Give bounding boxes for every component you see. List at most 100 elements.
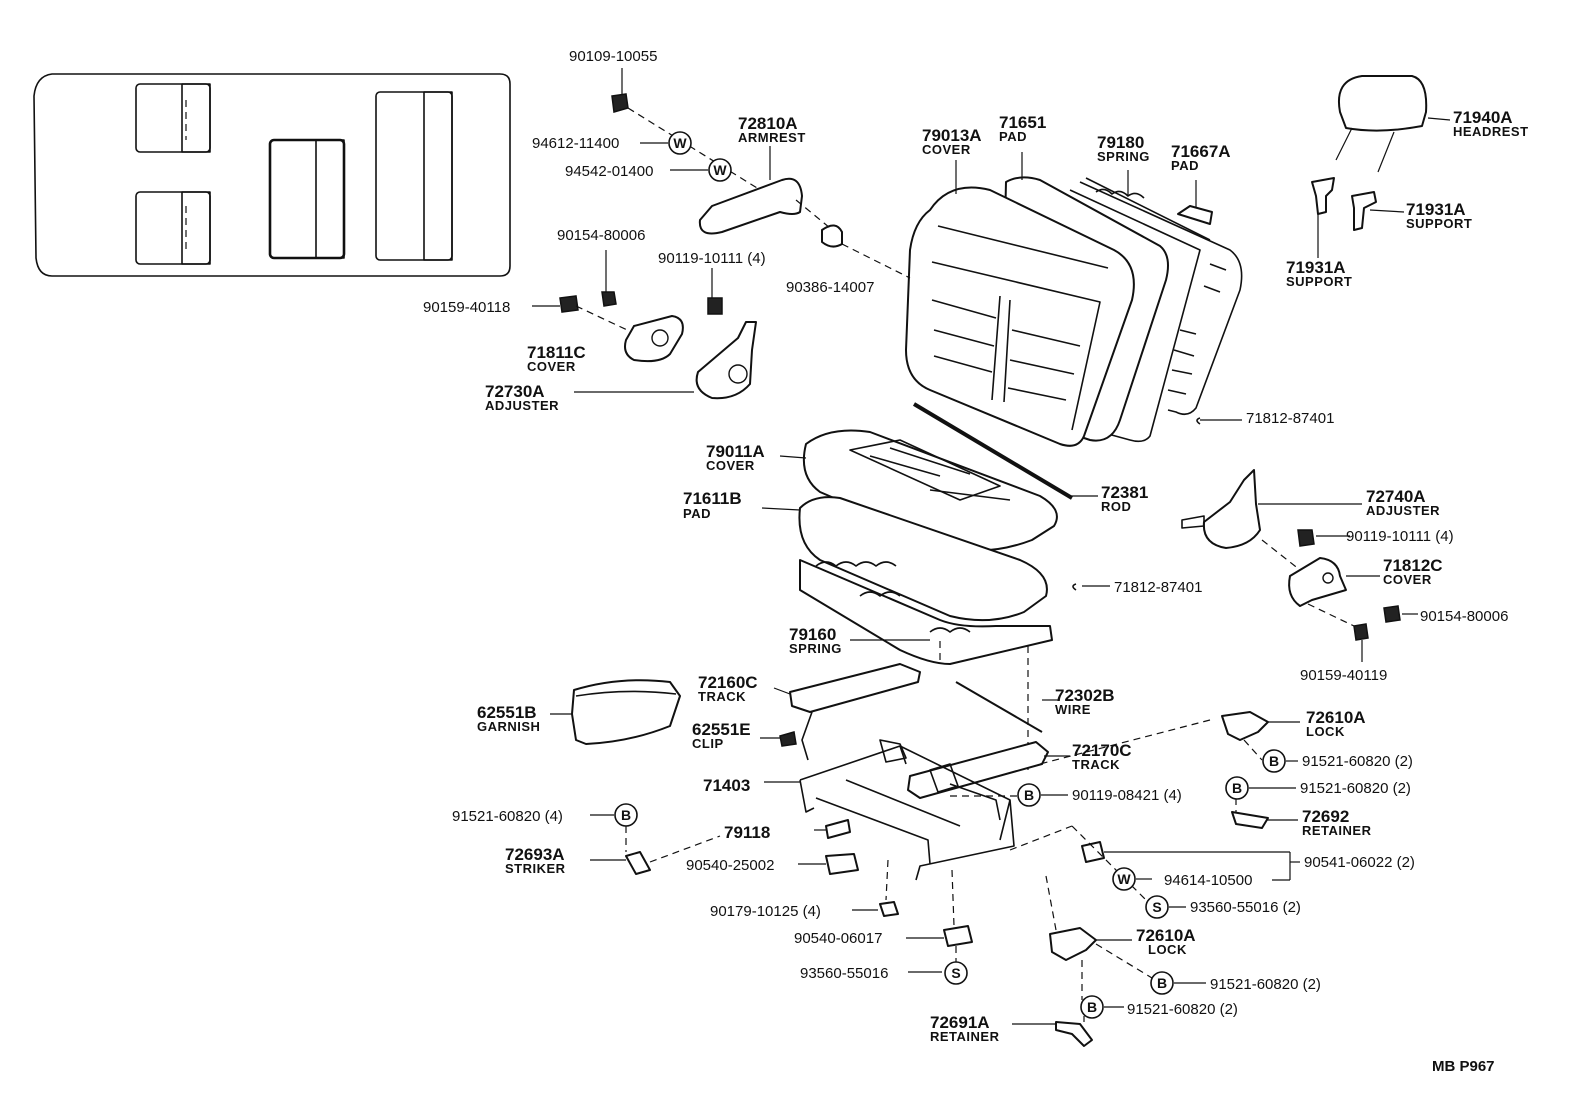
svg-text:B: B [1232,780,1242,796]
armrest-cap [795,199,911,279]
label-72740A-name: ADJUSTER [1366,503,1440,518]
vehicle-seat-layout-inset [33,73,511,277]
label-72610A-upper-name: LOCK [1306,724,1345,739]
label-72170C-name: TRACK [1072,757,1120,772]
label-71812-87401-bottom: 71812-87401 [1114,579,1202,596]
label-72160C-code: 72160C [698,673,758,692]
bolt-symbol-striker: B [590,803,638,827]
armrest-bolt [611,68,771,197]
label-71931A-left-code: 71931A [1286,258,1346,277]
seatback-pad-upper [1177,180,1213,225]
label-91521-60820-4: 91521-60820 (4) [452,808,563,825]
label-72692-code: 72692 [1302,807,1349,826]
label-90154-80006-right: 90154-80006 [1420,608,1508,625]
label-71940A-name: HEADREST [1453,124,1529,139]
label-90119-10111-right: 90119-10111 (4) [1346,528,1454,545]
svg-text:B: B [1157,975,1167,991]
right-adjuster [1181,469,1362,549]
label-90109-10055: 90109-10055 [569,48,657,65]
retainer-lower [1012,1016,1093,1047]
retainer-upper [1231,798,1298,829]
clip [760,731,797,747]
bolt-symbol-lock-upper: B [1262,749,1298,773]
cushion-clips [1072,583,1110,591]
label-71651-code: 71651 [999,113,1046,132]
label-72610A-lower-code: 72610A [1136,926,1196,945]
label-90540-25002: 90540-25002 [686,857,774,874]
label-71667A-name: PAD [1171,158,1199,173]
label-79011A-name: COVER [706,458,755,473]
armrest-cover [624,315,684,363]
label-79118: 79118 [724,823,770,842]
label-79160-name: SPRING [789,641,842,656]
label-93560-55016-2: 93560-55016 (2) [1190,899,1301,916]
label-90154-80006-left: 90154-80006 [557,227,645,244]
label-72691A-name: RETAINER [930,1029,1000,1044]
bolt-symbol-lock-lower: B [1150,971,1206,995]
armrest [698,146,803,235]
label-90541-06022: 90541-06022 (2) [1304,854,1415,871]
headrest-support-left [1311,177,1335,258]
cushion-cover [779,429,1058,552]
right-cover [1288,557,1380,607]
label-72692-name: RETAINER [1302,823,1372,838]
svg-text:W: W [1117,871,1131,887]
seatback-spring [1069,170,1201,443]
label-71931A-left-name: SUPPORT [1286,274,1352,289]
label-79180-name: SPRING [1097,149,1150,164]
bolt-symbol-retainer-lower: B [1080,995,1124,1019]
label-71811C-code: 71811C [527,343,586,362]
label-90159-40119: 90159-40119 [1300,667,1387,684]
svg-text:W: W [673,135,687,151]
label-71611B-name: PAD [683,506,711,521]
label-72691A-code: 72691A [930,1013,990,1032]
bottom-nut [852,901,899,917]
cushion-spring-frame [799,559,1053,665]
rod [912,402,1098,500]
label-62551B-code: 62551B [477,703,537,722]
svg-text:B: B [1087,999,1097,1015]
label-62551B-name: GARNISH [477,719,540,734]
label-72610A-upper-code: 72610A [1306,708,1366,727]
cushion-pad [761,496,1048,622]
washer-symbol-2: W [670,158,732,182]
label-72381-code: 72381 [1101,483,1148,502]
upper-track [773,640,941,761]
svg-text:S: S [951,965,960,981]
label-91521-60820-d: 91521-60820 (2) [1127,1001,1238,1018]
label-72302B-name: WIRE [1055,702,1091,717]
label-72610A-lower-name: LOCK [1148,942,1187,957]
label-79160-code: 79160 [789,625,836,644]
right-adjuster-bolt [1261,529,1350,571]
label-72693A-code: 72693A [505,845,565,864]
lock-cushion-nut [1009,825,1300,905]
label-71931A-right-code: 71931A [1406,200,1466,219]
seatback-cover [905,160,1135,447]
headrest-support-right [1351,191,1405,231]
lock-lower [1045,875,1153,1000]
label-71812-87401-top: 71812-87401 [1246,410,1334,427]
label-94612-11400: 94612-11400 [532,135,619,152]
svg-text:S: S [1152,899,1161,915]
label-79011A-code: 79011A [706,442,765,461]
screw-symbol-lock: S [1145,895,1186,919]
label-90119-08421: 90119-08421 (4) [1072,787,1182,804]
svg-text:B: B [621,807,631,823]
bolt-symbol-retainer: B [1225,776,1296,800]
label-72693A-name: STRIKER [505,861,566,876]
label-90119-10111-left: 90119-10111 (4) [658,250,766,267]
label-72730A-code: 72730A [485,382,545,401]
label-72810A-name: ARMREST [738,130,806,145]
label-72730A-name: ADJUSTER [485,398,559,413]
label-62551E-code: 62551E [692,720,751,739]
label-90179-10125: 90179-10125 (4) [710,903,821,920]
headrest [1335,75,1451,173]
bushing [814,819,851,839]
label-79180-code: 79180 [1097,133,1144,152]
armrest-cover-bolts [532,250,723,337]
label-72302B-code: 72302B [1055,686,1115,705]
seatback-frame [1079,177,1243,425]
label-71931A-right-name: SUPPORT [1406,216,1472,231]
label-93560-55016: 93560-55016 [800,965,888,982]
striker [590,826,721,875]
